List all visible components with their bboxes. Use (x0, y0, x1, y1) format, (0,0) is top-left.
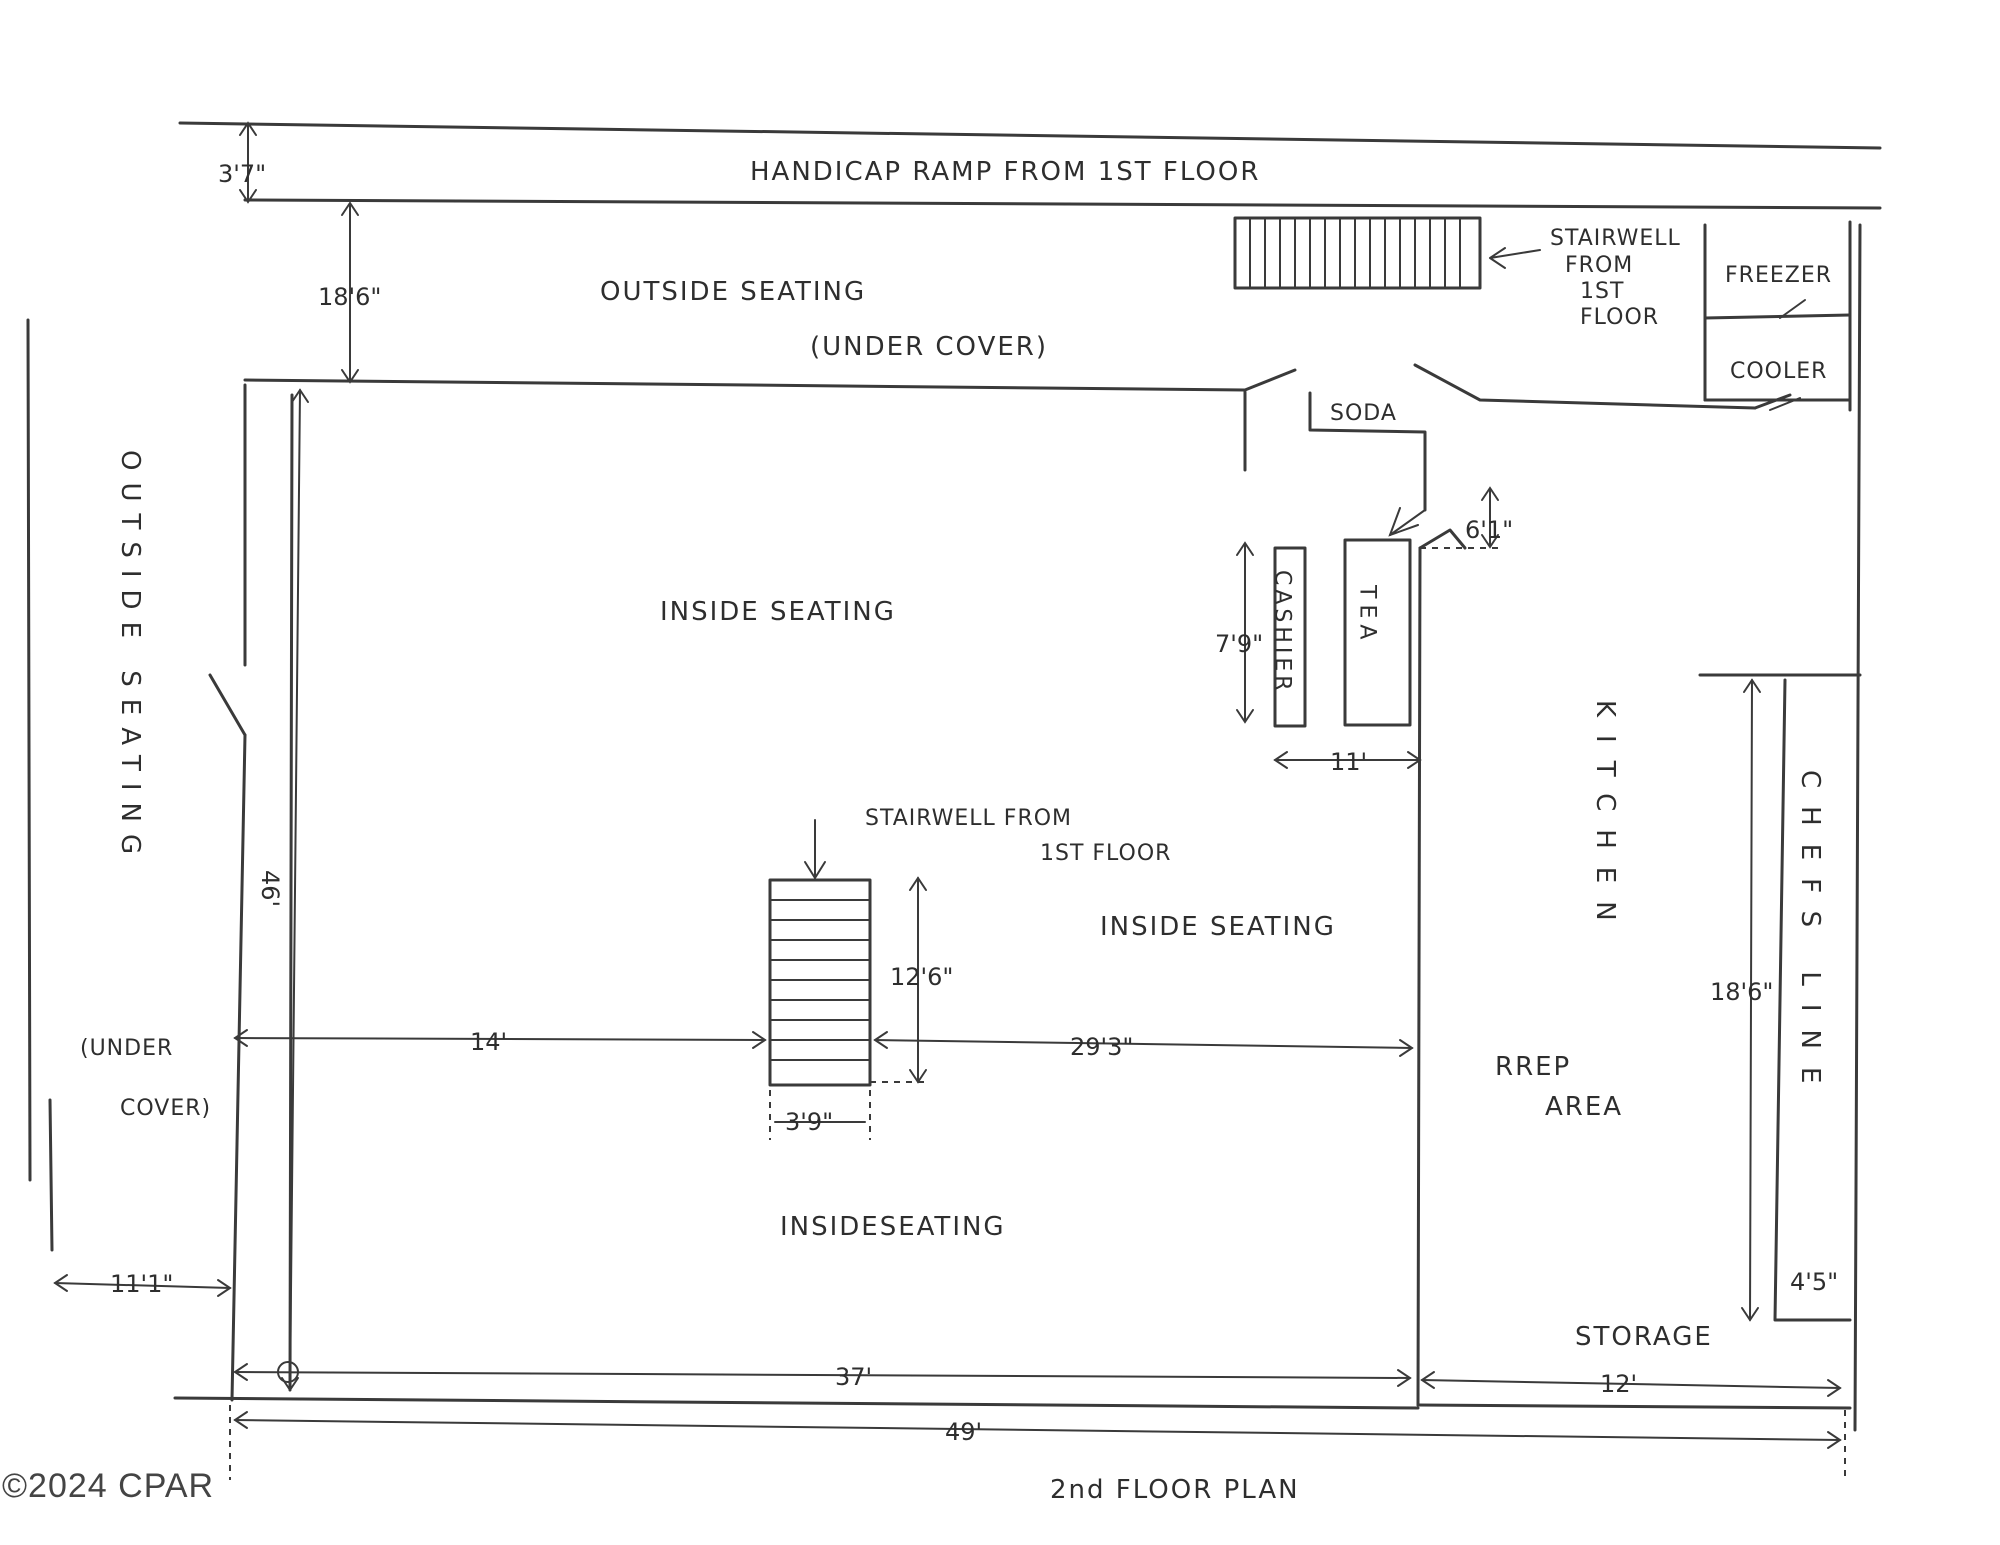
side-width-dimension (53, 1274, 232, 1297)
outside-top-cover-label: (UNDER COVER) (810, 332, 1048, 362)
ramp-width-dimension (239, 121, 257, 204)
tea-counter (1343, 538, 1412, 727)
west-wall (173, 383, 1420, 1410)
cashier-counter (1273, 546, 1307, 728)
left-property-line (26, 318, 32, 1182)
stair-width-dimension (769, 1090, 871, 1140)
storage-label: STORAGE (1575, 1322, 1713, 1352)
stair-length-dimension (870, 876, 927, 1084)
outside-top-label: OUTSIDE SEATING (600, 277, 866, 307)
prep-label-1: RREP (1495, 1052, 1571, 1082)
plan-title: 2nd FLOOR PLAN (1050, 1475, 1300, 1505)
left-wall-dimension (281, 388, 309, 1392)
to-stair-label: 14' (470, 1028, 507, 1056)
outside-side-cover-1: (UNDER (80, 1036, 173, 1061)
left-wall-label: 46' (256, 870, 284, 907)
outside-side-label: OUTSIDE SEATING (115, 450, 145, 866)
dining-width-dimension (233, 1361, 1412, 1387)
outside-side-cover-2: COVER) (120, 1096, 211, 1121)
top-stairwell (1233, 216, 1541, 290)
tea-label: TEA (1355, 584, 1380, 645)
stair-length-label: 12'6" (890, 963, 953, 991)
ramp-lines (178, 121, 1882, 210)
soda-counter (1308, 391, 1427, 537)
stair-to-kitchen-label: 29'3" (1070, 1033, 1133, 1061)
counter-gap-label: 11' (1330, 748, 1367, 776)
copyright-watermark: ©2024 CPAR (2, 1467, 214, 1505)
ramp-label: HANDICAP RAMP FROM 1ST FLOOR (750, 157, 1260, 187)
chefs-width-label: 4'5" (1790, 1268, 1838, 1296)
freezer-cooler-block (1703, 220, 1852, 412)
stair-mid-label-2: 1ST FLOOR (1040, 841, 1171, 866)
kitchen-width-dimension (1420, 1371, 1842, 1397)
soda-label: SODA (1330, 401, 1397, 426)
stair-width-label: 3'9" (785, 1108, 833, 1136)
dining-width-label: 37' (835, 1363, 872, 1391)
stair-top-label-3: 1ST (1580, 279, 1624, 304)
total-width-label: 49' (945, 1418, 982, 1446)
inside-seating-3: INSIDESEATING (780, 1212, 1006, 1242)
prep-label-2: AREA (1545, 1092, 1623, 1122)
stair-top-label-1: STAIRWELL (1550, 226, 1681, 251)
cooler-label: COOLER (1730, 359, 1827, 384)
side-width-label: 11'1" (110, 1270, 173, 1298)
north-wall (243, 363, 1792, 472)
cashier-length-label: 7'9" (1215, 630, 1263, 658)
inside-seating-2: INSIDE SEATING (1100, 912, 1336, 942)
stair-top-label-2: FROM (1565, 253, 1633, 278)
chefs-length-dimension (1741, 678, 1761, 1322)
corner-label: 6'1" (1465, 516, 1513, 544)
inside-seating-1: INSIDE SEATING (660, 597, 896, 627)
outside-depth-label: 18'6" (318, 283, 381, 311)
ramp-width-label: 3'7" (218, 160, 266, 188)
corner-dimension (1418, 486, 1500, 550)
middle-stairwell (768, 819, 872, 1087)
kitchen-width-label: 12' (1600, 1370, 1637, 1398)
kitchen-wall (1416, 546, 1852, 1410)
left-tick (48, 1098, 54, 1252)
chefs-line-label: CHEFS LINE (1795, 770, 1825, 1101)
dish-area-label: DISH AREA (1790, 437, 2000, 700)
freezer-label: FREEZER (1725, 263, 1832, 288)
cashier-length-dimension (1236, 541, 1254, 724)
to-stair-dimension (233, 1029, 767, 1049)
east-wall (1698, 223, 1862, 1432)
stair-mid-label-1: STAIRWELL FROM (865, 806, 1072, 831)
total-width-dimension (229, 1405, 1846, 1480)
stair-top-label-4: FLOOR (1580, 305, 1659, 330)
stair-to-kitchen-dimension (873, 1031, 1414, 1057)
kitchen-label: KITCHEN (1590, 700, 1620, 939)
chefs-length-label: 18'6" (1710, 978, 1773, 1006)
cashier-label: CASHIER (1270, 570, 1295, 695)
